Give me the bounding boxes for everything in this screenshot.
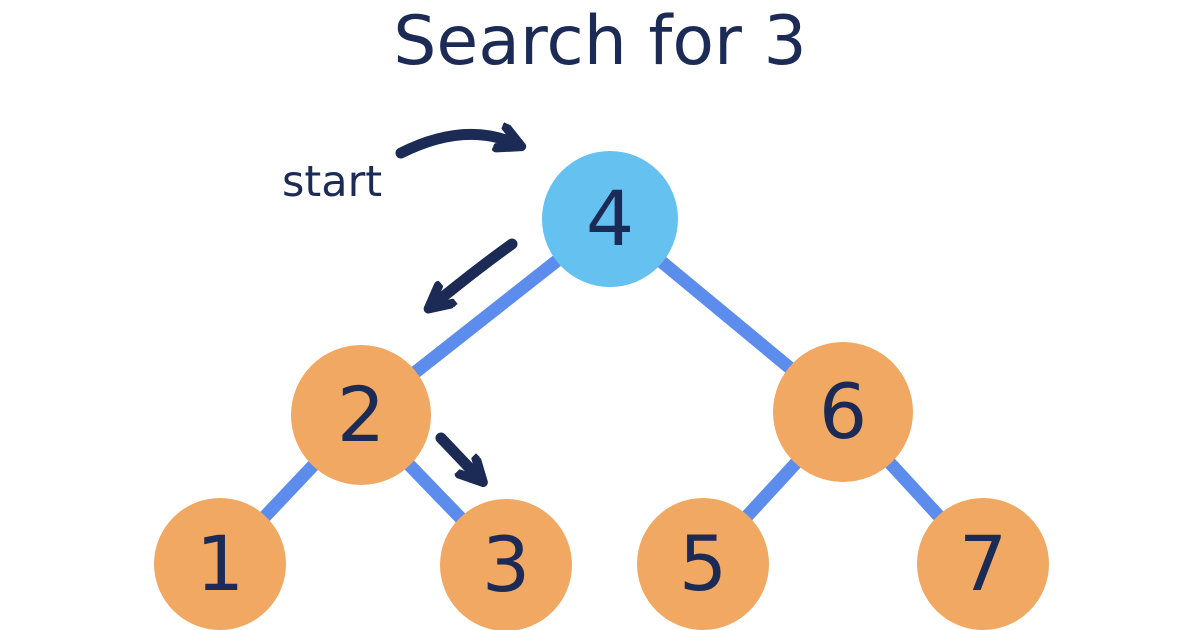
tree-node-4: 4 [542, 151, 678, 287]
node-circle-5 [637, 498, 769, 630]
tree-node-2: 2 [291, 345, 431, 485]
tree-node-3: 3 [440, 499, 572, 630]
tree-node-5: 5 [637, 498, 769, 630]
tree-nodes: 4 2 6 1 3 5 7 [154, 151, 1049, 630]
arrow-2-to-3 [435, 432, 479, 478]
page-title: Search for 3 [393, 2, 807, 81]
node-circle-7 [917, 498, 1049, 630]
node-value-5: 5 [679, 519, 727, 608]
start-arrow [395, 134, 516, 159]
tree-node-6: 6 [773, 342, 913, 482]
node-circle-3 [440, 499, 572, 630]
node-value-6: 6 [819, 367, 867, 456]
tree-node-7: 7 [917, 498, 1049, 630]
node-value-7: 7 [959, 519, 1007, 608]
node-circle-4 [542, 151, 678, 287]
node-value-1: 1 [196, 519, 244, 608]
node-circle-6 [773, 342, 913, 482]
node-circle-1 [154, 498, 286, 630]
search-path-arrows [395, 134, 518, 478]
node-value-4: 4 [586, 174, 634, 263]
tree-node-1: 1 [154, 498, 286, 630]
node-value-2: 2 [337, 370, 385, 459]
node-value-3: 3 [482, 520, 530, 609]
arrow-4-to-2 [433, 238, 518, 305]
start-label: start [282, 157, 382, 207]
node-circle-2 [291, 345, 431, 485]
